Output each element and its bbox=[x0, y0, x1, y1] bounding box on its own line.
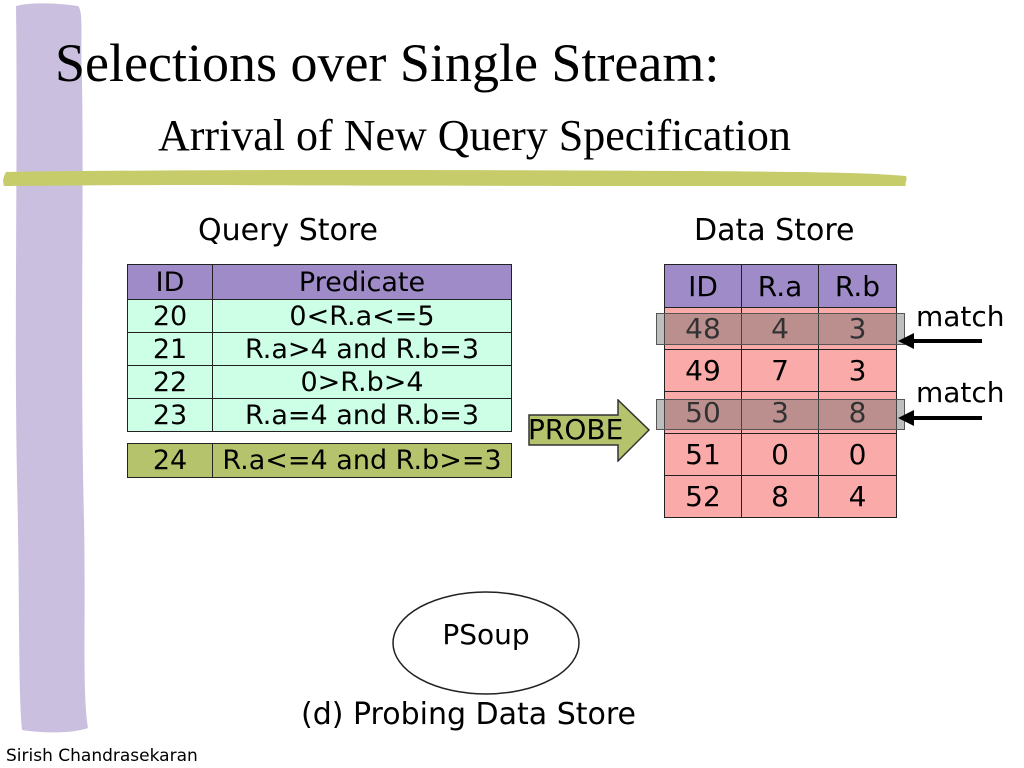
psoup-ellipse bbox=[392, 591, 580, 695]
query-header-row: ID Predicate bbox=[127, 264, 512, 300]
query-predicate-cell: R.a>4 and R.b=3 bbox=[212, 332, 512, 366]
query-row: 23 R.a=4 and R.b=3 bbox=[127, 398, 512, 432]
data-id-cell: 50 bbox=[664, 391, 742, 434]
data-id-cell: 49 bbox=[664, 349, 742, 392]
data-rb-cell: 3 bbox=[818, 349, 897, 392]
query-id-cell: 22 bbox=[127, 365, 213, 399]
query-header-predicate: Predicate bbox=[212, 264, 512, 300]
data-header-ra: R.a bbox=[741, 264, 819, 308]
author-name: Sirish Chandrasekaran bbox=[6, 746, 198, 766]
data-id-cell: 51 bbox=[664, 433, 742, 476]
query-row: 22 0>R.b>4 bbox=[127, 365, 512, 399]
data-ra-cell: 7 bbox=[741, 349, 819, 392]
new-query-table: 24 R.a<=4 and R.b>=3 bbox=[127, 443, 512, 478]
figure-caption: (d) Probing Data Store bbox=[301, 697, 637, 732]
data-header-row: ID R.a R.b bbox=[664, 264, 897, 308]
data-row: 51 0 0 bbox=[664, 433, 897, 476]
new-query-row: 24 R.a<=4 and R.b>=3 bbox=[127, 443, 512, 478]
data-rb-cell: 3 bbox=[818, 307, 897, 350]
data-id-cell: 52 bbox=[664, 475, 742, 518]
data-rb-cell: 0 bbox=[818, 433, 897, 476]
data-store-table: ID R.a R.b 48 4 3 49 7 3 50 3 8 51 0 0 5… bbox=[664, 264, 897, 518]
data-header-rb: R.b bbox=[818, 264, 897, 308]
probe-arrow-icon bbox=[528, 399, 650, 462]
query-id-cell: 20 bbox=[127, 299, 213, 333]
data-id-cell: 48 bbox=[664, 307, 742, 350]
data-store-label: Data Store bbox=[694, 213, 855, 248]
data-ra-cell: 4 bbox=[741, 307, 819, 350]
query-store-table: ID Predicate 20 0<R.a<=5 21 R.a>4 and R.… bbox=[127, 264, 512, 432]
data-row: 48 4 3 bbox=[664, 307, 897, 350]
match-arrow-1 bbox=[898, 333, 982, 349]
query-header-id: ID bbox=[127, 264, 213, 300]
query-row: 20 0<R.a<=5 bbox=[127, 299, 512, 333]
data-ra-cell: 8 bbox=[741, 475, 819, 518]
match-label: match bbox=[916, 376, 1005, 409]
slide-subtitle: Arrival of New Query Specification bbox=[158, 111, 791, 160]
new-query-id-cell: 24 bbox=[127, 443, 213, 478]
data-row: 50 3 8 bbox=[664, 391, 897, 434]
query-store-label: Query Store bbox=[198, 213, 378, 248]
data-row: 52 8 4 bbox=[664, 475, 897, 518]
query-row: 21 R.a>4 and R.b=3 bbox=[127, 332, 512, 366]
data-rb-cell: 8 bbox=[818, 391, 897, 434]
query-predicate-cell: 0<R.a<=5 bbox=[212, 299, 512, 333]
query-id-cell: 23 bbox=[127, 398, 213, 432]
data-ra-cell: 0 bbox=[741, 433, 819, 476]
title-rule bbox=[3, 170, 907, 186]
psoup-label: PSoup bbox=[442, 618, 530, 651]
query-predicate-cell: 0>R.b>4 bbox=[212, 365, 512, 399]
data-header-id: ID bbox=[664, 264, 742, 308]
query-predicate-cell: R.a=4 and R.b=3 bbox=[212, 398, 512, 432]
data-rb-cell: 4 bbox=[818, 475, 897, 518]
match-highlight-50 bbox=[656, 399, 905, 430]
data-row: 49 7 3 bbox=[664, 349, 897, 392]
new-query-predicate-cell: R.a<=4 and R.b>=3 bbox=[212, 443, 512, 478]
data-ra-cell: 3 bbox=[741, 391, 819, 434]
slide-title: Selections over Single Stream: bbox=[55, 33, 720, 93]
match-label: match bbox=[916, 300, 1005, 333]
match-arrow-2 bbox=[898, 410, 982, 426]
probe-label: PROBE bbox=[528, 413, 624, 446]
match-highlight-48 bbox=[656, 313, 905, 345]
